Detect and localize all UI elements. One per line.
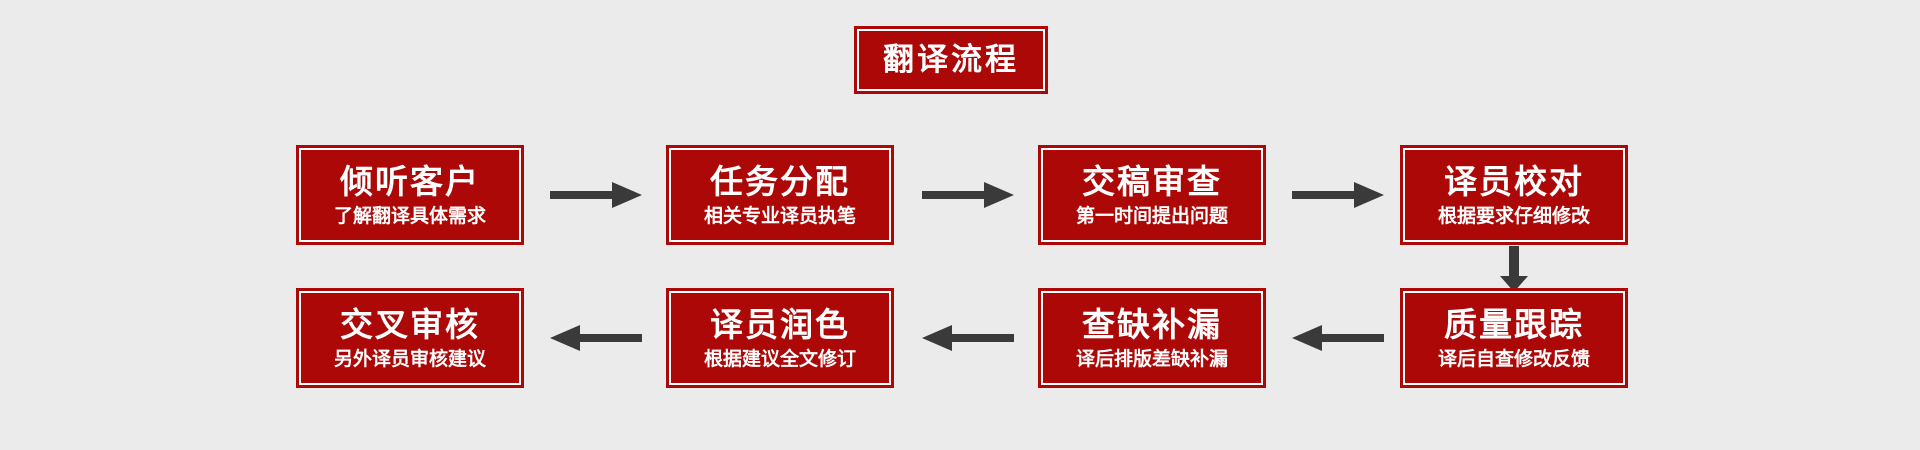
flow-node-title: 查缺补漏 bbox=[1082, 304, 1222, 344]
arrow-left-icon bbox=[922, 321, 1014, 355]
flow-node-subtitle: 了解翻译具体需求 bbox=[333, 204, 486, 227]
flow-node-subtitle: 相关专业译员执笔 bbox=[703, 204, 856, 227]
flow-node-translator-polish[interactable]: 译员润色 根据建议全文修订 bbox=[666, 288, 894, 388]
flow-node-title: 任务分配 bbox=[710, 161, 850, 201]
flow-node-subtitle: 另外译员审核建议 bbox=[333, 347, 486, 370]
flow-node-subtitle: 根据要求仔细修改 bbox=[1437, 204, 1590, 227]
flow-node-subtitle: 根据建议全文修订 bbox=[703, 347, 856, 370]
flow-node-cross-review[interactable]: 交叉审核 另外译员审核建议 bbox=[296, 288, 524, 388]
flow-title-box: 翻译流程 bbox=[854, 26, 1048, 94]
flow-node-draft-review[interactable]: 交稿审查 第一时间提出问题 bbox=[1038, 145, 1266, 245]
flow-node-translator-proofread[interactable]: 译员校对 根据要求仔细修改 bbox=[1400, 145, 1628, 245]
flow-node-title: 译员润色 bbox=[710, 304, 850, 344]
flow-node-subtitle: 第一时间提出问题 bbox=[1075, 204, 1228, 227]
flow-node-title: 译员校对 bbox=[1444, 161, 1584, 201]
arrow-down-icon bbox=[1497, 246, 1531, 292]
flow-title-text: 翻译流程 bbox=[883, 41, 1019, 78]
flow-node-subtitle: 译后自查修改反馈 bbox=[1437, 347, 1590, 370]
flow-node-title: 倾听客户 bbox=[340, 161, 480, 201]
flow-node-title: 质量跟踪 bbox=[1444, 304, 1584, 344]
flow-node-task-assignment[interactable]: 任务分配 相关专业译员执笔 bbox=[666, 145, 894, 245]
flow-node-title: 交稿审查 bbox=[1082, 161, 1222, 201]
arrow-right-icon bbox=[550, 178, 642, 212]
arrow-right-icon bbox=[1292, 178, 1384, 212]
flow-node-quality-tracking[interactable]: 质量跟踪 译后自查修改反馈 bbox=[1400, 288, 1628, 388]
flow-node-subtitle: 译后排版差缺补漏 bbox=[1075, 347, 1228, 370]
arrow-right-icon bbox=[922, 178, 1014, 212]
arrow-left-icon bbox=[550, 321, 642, 355]
flow-node-gap-filling[interactable]: 查缺补漏 译后排版差缺补漏 bbox=[1038, 288, 1266, 388]
flow-node-title: 交叉审核 bbox=[340, 304, 480, 344]
arrow-left-icon bbox=[1292, 321, 1384, 355]
flow-node-listen-to-client[interactable]: 倾听客户 了解翻译具体需求 bbox=[296, 145, 524, 245]
